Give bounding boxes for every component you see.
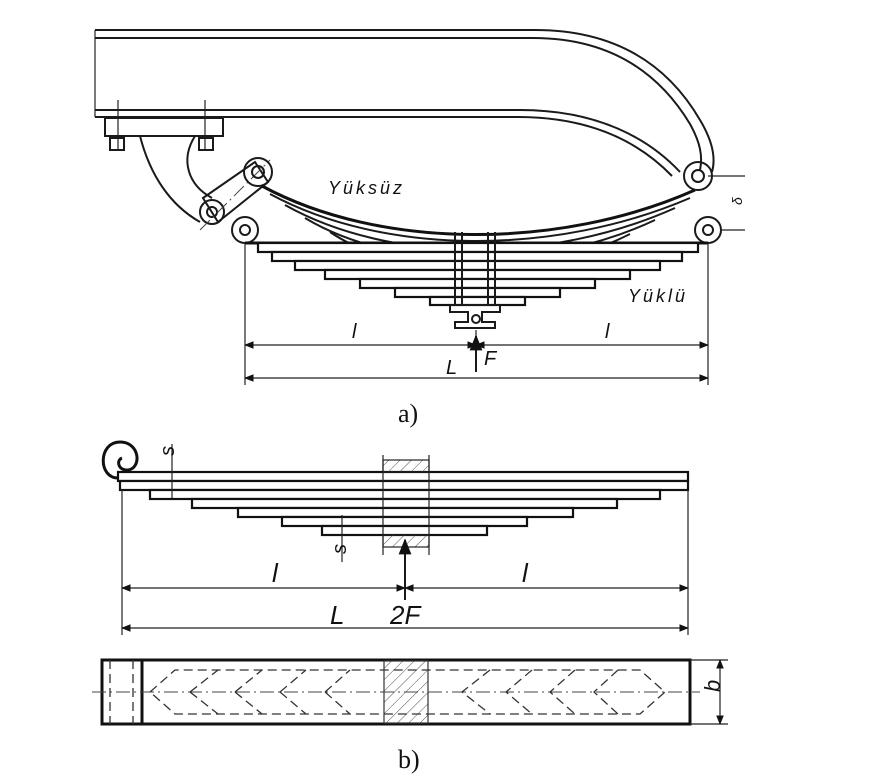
shackle [199,159,271,231]
leaf-stack [116,470,690,537]
dim-right-half-b: l [522,558,529,588]
loaded-label: Yüklü [628,286,688,306]
caption-b: b) [398,745,420,774]
caption-a: a) [398,399,418,428]
dim-total-a: L [446,357,457,379]
unloaded-label: Yüksüz [328,178,405,198]
figure-a: δ Yüksüz Yüklü l l L F a) [94,29,745,428]
bolt-right-icon [198,137,214,151]
dim-right-half-a: l [605,321,610,343]
force-label-a: F [484,348,498,370]
spring-eye [101,440,139,480]
width-label: b [700,680,725,692]
front-bracket [104,100,224,223]
bolt-left-icon [109,137,125,151]
thickness-top: s [157,446,179,456]
dim-left-half-a: l [352,321,357,343]
u-bolts-axle [449,232,501,329]
spring-loaded [231,216,722,307]
figure-b: s s l l L 2F [92,440,728,774]
vehicle-frame [94,29,715,177]
dim-total-b: L [330,600,344,630]
dim-left-half-b: l [272,558,279,588]
thickness-bottom: s [329,544,351,554]
center-clamp [382,455,430,555]
dimensions-a [244,243,709,385]
dimensions-b [121,490,689,635]
force-label-b: 2F [389,600,422,630]
top-view [92,658,728,726]
deflection-label: δ [729,197,745,205]
